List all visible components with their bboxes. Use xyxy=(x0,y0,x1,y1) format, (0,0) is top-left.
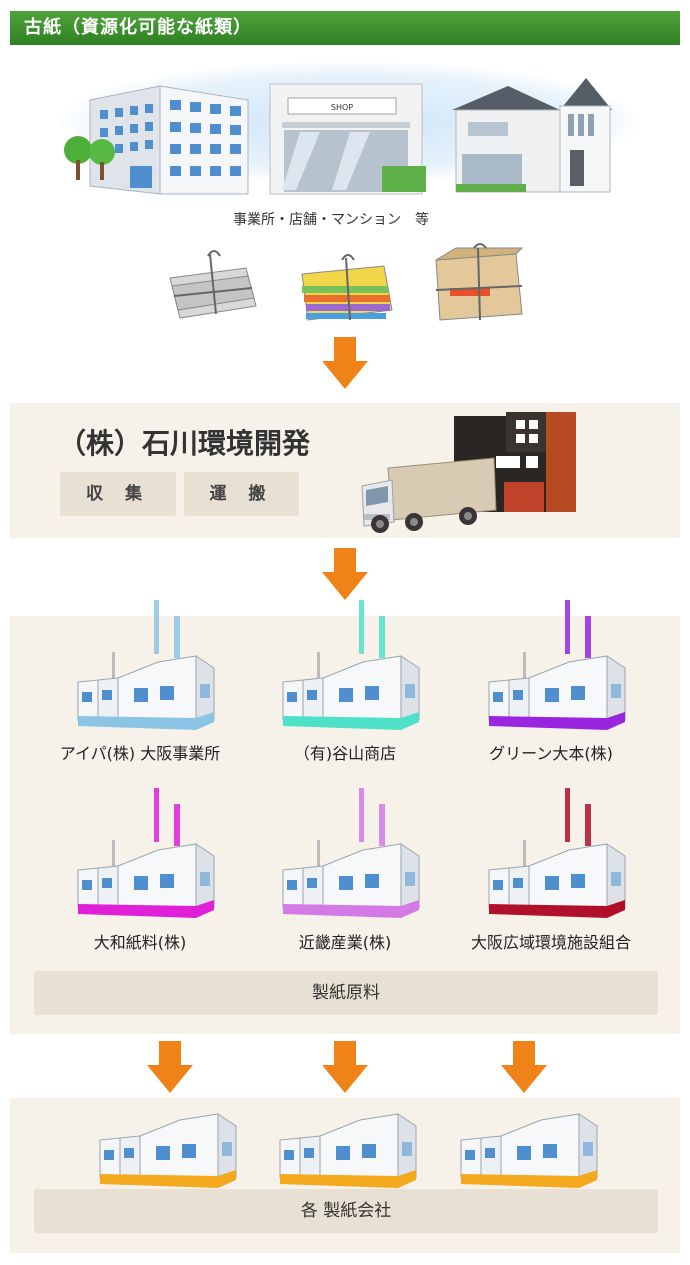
newspaper-bundle-icon xyxy=(169,250,257,319)
factory-icon xyxy=(488,600,626,730)
facility-name: アイパ(株) 大阪事業所 xyxy=(59,744,221,763)
facility-name: （有)谷山商店 xyxy=(293,744,397,763)
arrow-down-icon xyxy=(147,1041,193,1093)
source-buildings: SHOP xyxy=(64,78,612,195)
paper-mill-icon xyxy=(460,1113,598,1188)
arrow-down-icon xyxy=(322,548,368,600)
shop-building-icon: SHOP xyxy=(269,83,426,195)
facility-name: 大阪広域環境施設組合 xyxy=(470,933,631,952)
collector-name: （株）石川環境開発 xyxy=(58,427,311,460)
factory-icon xyxy=(282,788,420,918)
mill-icons xyxy=(99,1113,598,1188)
facility-name: 大和紙料(株) xyxy=(93,933,187,952)
arrow-down-icon xyxy=(501,1041,547,1093)
tag-transport: 運 搬 xyxy=(184,472,299,516)
facility-name: 近畿産業(株) xyxy=(298,933,392,952)
section-title: 古紙（資源化可能な紙類） xyxy=(10,11,680,45)
truck-and-warehouse xyxy=(361,412,576,533)
material-label: 製紙原料 xyxy=(34,971,658,1015)
mills-label: 各 製紙会社 xyxy=(34,1189,658,1233)
factory-icon xyxy=(488,788,626,918)
sources-caption: 事業所・店舗・マンション 等 xyxy=(233,212,429,228)
cardboard-bundle-icon xyxy=(435,243,524,321)
tag-collection: 収 集 xyxy=(60,472,176,516)
factory-icon xyxy=(77,600,215,730)
arrow-down-icon xyxy=(322,1041,368,1093)
paper-mill-icon xyxy=(279,1113,417,1188)
truck-icon xyxy=(361,457,497,533)
facility-name: グリーン大本(株) xyxy=(489,744,613,763)
arrow-down-icon xyxy=(322,337,368,389)
house-icon xyxy=(452,78,612,193)
paper-bundles xyxy=(169,243,524,321)
paper-mill-icon xyxy=(99,1113,237,1188)
factory-icon xyxy=(77,788,215,918)
facility-icons xyxy=(77,600,626,918)
factory-icon xyxy=(282,600,420,730)
magazine-bundle-icon xyxy=(301,254,393,321)
office-building-icon xyxy=(64,85,249,195)
shop-sign: SHOP xyxy=(331,103,353,112)
